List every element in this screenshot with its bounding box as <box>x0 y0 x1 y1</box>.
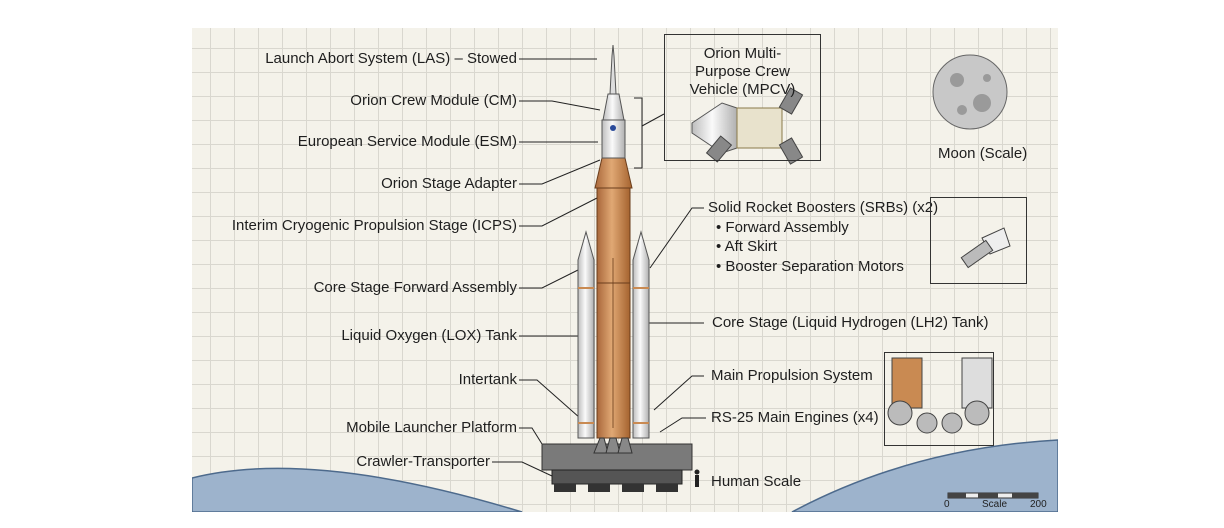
label-mps: Main Propulsion System <box>711 367 873 384</box>
label-mobile-launcher: Mobile Launcher Platform <box>346 419 517 436</box>
label-core-forward: Core Stage Forward Assembly <box>313 279 517 296</box>
core-stage <box>596 187 631 439</box>
engine-illustration <box>887 357 993 434</box>
label-intertank: Intertank <box>458 371 517 388</box>
label-lox-tank: Liquid Oxygen (LOX) Tank <box>341 327 517 344</box>
engine-inset <box>884 352 994 446</box>
scale-label: Scale <box>982 499 1008 510</box>
mpcv-inset: Orion Multi-Purpose Crew Vehicle (MPCV) <box>664 34 821 161</box>
label-human-scale: Human Scale <box>711 473 802 490</box>
label-crew-module: Orion Crew Module (CM) <box>350 92 517 109</box>
diagram-paper: Launch Abort System (LAS) – Stowed Orion… <box>192 28 1058 512</box>
label-srb: Solid Rocket Boosters (SRBs) (x2) <box>708 199 939 216</box>
orion-cm <box>602 93 625 121</box>
label-rs25: RS-25 Main Engines (x4) <box>711 409 879 426</box>
separation-inset <box>930 197 1027 284</box>
label-icps: Interim Cryogenic Propulsion Stage (ICPS… <box>231 217 517 234</box>
label-srb-item: • Booster Separation Motors <box>716 258 904 275</box>
moon <box>932 54 1008 130</box>
human-figure <box>694 469 700 487</box>
icps <box>594 157 633 189</box>
separation-illustration <box>960 227 1011 269</box>
booster-right <box>632 230 650 439</box>
label-las: Launch Abort System (LAS) – Stowed <box>265 50 517 67</box>
earth-left <box>192 467 523 512</box>
rocket-illustration <box>192 44 1058 512</box>
scale-bar-graphic <box>947 492 1039 499</box>
scale-min: 0 <box>944 499 950 510</box>
booster-left <box>577 230 595 439</box>
launch-abort-tower <box>609 44 617 95</box>
label-stage-adapter: Orion Stage Adapter <box>381 175 517 192</box>
label-core-stage: Core Stage (Liquid Hydrogen (LH2) Tank) <box>712 314 989 331</box>
label-srb-item: • Aft Skirt <box>716 238 778 255</box>
label-srb-item: • Forward Assembly <box>716 219 849 236</box>
label-crawler: Crawler-Transporter <box>356 453 490 470</box>
mpcv-illustration <box>691 87 804 165</box>
earth-right <box>791 439 1058 512</box>
label-service-module: European Service Module (ESM) <box>297 133 517 150</box>
label-moon: Moon (Scale) <box>938 145 1028 162</box>
mpcv-title: Orion Multi-Purpose Crew Vehicle (MPCV) <box>689 45 796 98</box>
scale-max: 200 <box>1030 499 1047 510</box>
